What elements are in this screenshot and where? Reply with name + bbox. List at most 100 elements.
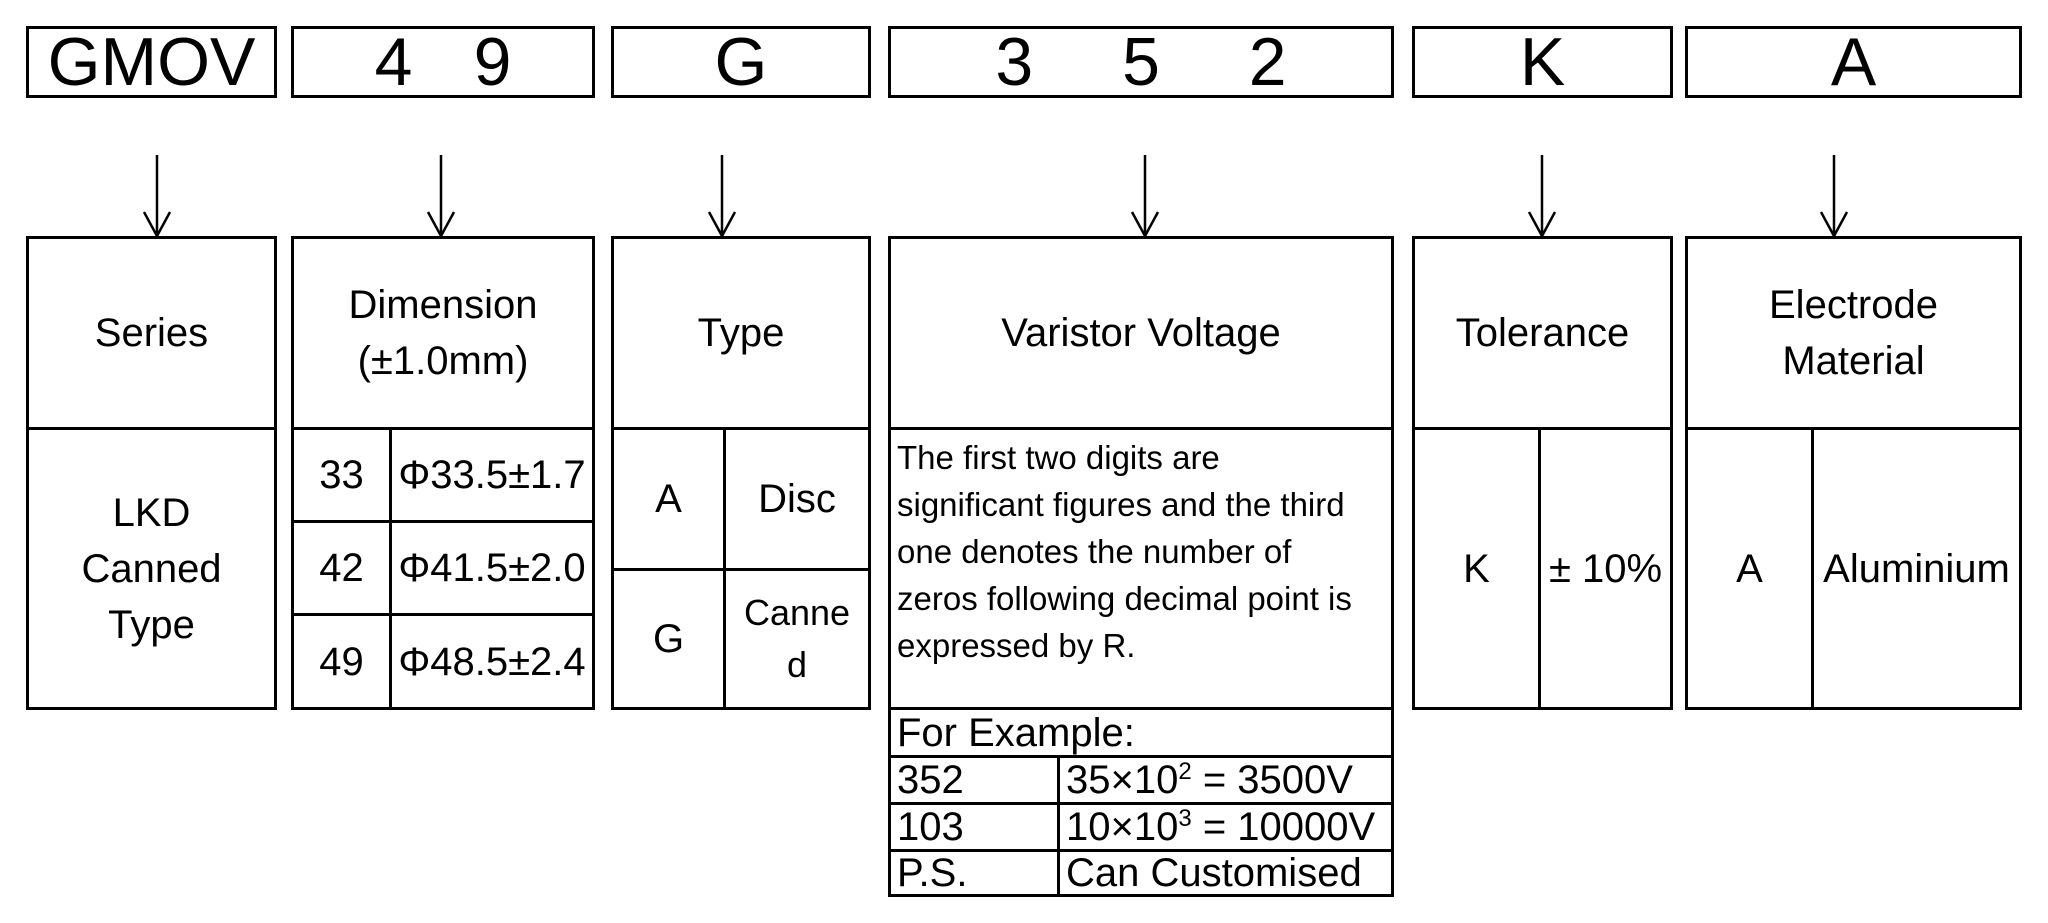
type-code: G [614,571,723,707]
type-value: Canne d [726,571,868,707]
arrow-down-icon [142,155,172,239]
code-dimension-digit: 9 [473,24,512,100]
code-tolerance-box: K [1412,26,1673,98]
arrow-down-icon [1527,155,1557,239]
code-dimension-digit: 4 [374,24,413,100]
type-value-line: Canne [743,592,851,633]
series-value: LKD Canned Type [29,430,274,707]
dimension-code-text: 49 [319,639,364,684]
voltage-header: Varistor Voltage [891,239,1391,427]
example-formula-result: = 3500V [1191,758,1353,802]
series-header-label: Series [94,311,209,355]
example-code: 103 [891,805,1057,849]
arrow-down-icon [1819,155,1849,239]
code-dimension-box: 4 9 [291,26,595,98]
type-code-text: G [652,617,685,661]
dimension-header-line: Dimension [348,283,538,327]
electrode-header-line: Electrode [1769,283,1938,327]
arrow-down-icon [426,155,456,239]
dimension-value: Φ41.5±2.0 [392,523,592,613]
series-line: Canned [81,546,222,591]
dimension-value-text: Φ33.5±1.7 [398,453,586,497]
example-formula-base: 10×10 [1066,805,1179,849]
tolerance-header-label: Tolerance [1455,311,1630,355]
series-line: Type [108,602,195,647]
code-voltage-digit: 5 [1122,24,1160,100]
electrode-value: Aluminium [1814,430,2019,707]
example-ps-text: Can Customised [1060,851,1391,895]
arrow-down-icon [707,155,737,239]
voltage-header-label: Varistor Voltage [1001,311,1281,355]
example-formula-base: 35×10 [1066,758,1179,802]
electrode-header: Electrode Material [1688,239,2019,427]
example-formula-result: = 10000V [1191,805,1376,849]
electrode-table: Electrode Material A Aluminium [1685,236,2022,710]
example-code-text: 103 [897,805,964,849]
tolerance-header: Tolerance [1415,239,1670,427]
series-line: LKD [112,490,191,535]
dimension-value-text: Φ48.5±2.4 [398,639,586,684]
example-formula-exponent: 3 [1178,805,1192,832]
example-title-text: For Example: [897,710,1135,755]
tolerance-table: Tolerance K ± 10% [1412,236,1673,710]
dimension-value: Φ33.5±1.7 [392,430,592,520]
code-voltage-box: 3 5 2 [888,26,1394,98]
dimension-code: 33 [294,430,389,520]
dimension-code: 49 [294,616,389,707]
code-tolerance-text: K [1519,24,1566,100]
example-ps-code-text: P.S. [897,851,968,895]
electrode-value-text: Aluminium [1823,546,2010,591]
code-electrode-box: A [1685,26,2022,98]
tolerance-value: ± 10% [1541,430,1670,707]
voltage-description-line: expressed by R. [897,627,1136,664]
dimension-header-line: (±1.0mm) [357,339,529,383]
electrode-header-line: Material [1782,339,1925,383]
type-header: Type [614,239,868,427]
tolerance-code: K [1415,430,1538,707]
tolerance-code-text: K [1463,546,1490,591]
electrode-code-text: A [1736,546,1763,591]
example-title: For Example: [891,710,1391,755]
type-value-line: d [786,644,808,685]
voltage-description-line: The first two digits are [897,439,1220,476]
code-electrode-text: A [1830,24,1877,100]
dimension-header: Dimension (±1.0mm) [294,239,592,427]
dimension-code: 42 [294,523,389,613]
dimension-value: Φ48.5±2.4 [392,616,592,707]
voltage-description: The first two digits are significant fig… [891,430,1391,707]
dimension-code-text: 42 [319,546,364,590]
code-voltage-digit: 3 [995,24,1034,100]
example-code: 352 [891,758,1057,802]
type-code-text: A [655,477,682,521]
series-table: Series LKD Canned Type [26,236,277,710]
code-voltage-digit: 2 [1248,24,1287,100]
type-value-text: Disc [758,477,836,521]
arrow-down-icon [1130,155,1160,239]
series-header: Series [29,239,274,427]
example-ps-code: P.S. [891,851,1057,895]
type-header-label: Type [697,311,785,355]
voltage-table: Varistor Voltage The first two digits ar… [888,236,1394,710]
code-type-text: G [714,24,768,100]
example-code-text: 352 [897,758,964,802]
voltage-description-line: zeros following decimal point is [897,580,1352,617]
electrode-code: A [1688,430,1811,707]
type-table: Type A Disc G Canne d [611,236,871,710]
example-ps-value: Can Customised [1066,851,1362,895]
dimension-table: Dimension (±1.0mm) 33 Φ33.5±1.7 42 Φ41.5… [291,236,595,710]
example-formula-exponent: 2 [1178,758,1192,785]
code-type-box: G [611,26,871,98]
dimension-value-text: Φ41.5±2.0 [398,546,586,590]
dimension-code-text: 33 [319,453,364,497]
tolerance-value-text: ± 10% [1548,546,1663,591]
type-value: Disc [726,430,868,568]
code-series-text: GMOV [47,24,256,100]
voltage-description-line: significant figures and the third [897,486,1345,523]
voltage-description-line: one denotes the number of [897,533,1292,570]
type-code: A [614,430,723,568]
code-series-box: GMOV [26,26,277,98]
